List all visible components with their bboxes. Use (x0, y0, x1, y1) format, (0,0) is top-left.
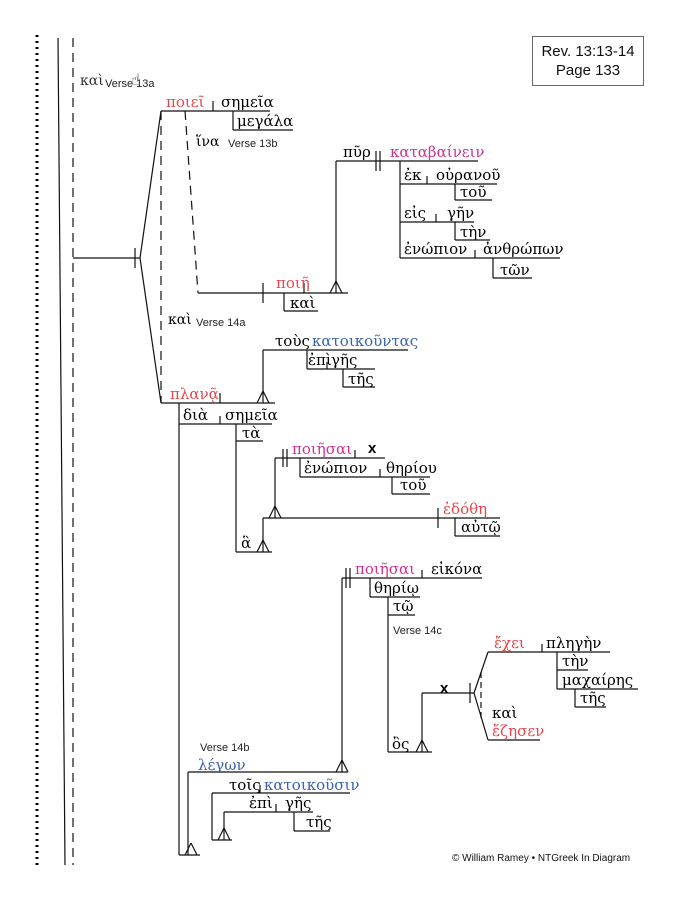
word-ton: τῶν (500, 261, 530, 279)
reference-verse: Rev. 13:13-14 (541, 43, 635, 60)
verse-label-13a: Verse 13a (105, 78, 155, 90)
participle-katoikountas: κατοικοῦντας (312, 332, 419, 350)
copyright-notice: © William Ramey • NTGreek In Diagram (452, 853, 631, 864)
word-tes: τῆς (306, 813, 332, 831)
verb-echei: ἔχει (494, 634, 525, 652)
word-kai: καὶ (290, 294, 316, 312)
fork-upper (139, 110, 162, 259)
word-theriou: θηρίου (386, 459, 437, 477)
verb-poiei: ποιεῖ (166, 93, 205, 111)
infinitive-poiesai: ποιῆσαι (355, 560, 416, 578)
reference-page: Page 133 (555, 62, 621, 79)
implied-subject-x: x (440, 680, 449, 697)
word-eis: εἰς (404, 204, 427, 222)
word-tois: τοῖς (229, 776, 261, 794)
word-ten: τὴν (562, 652, 589, 670)
word-semeia: σημεῖα (225, 406, 278, 424)
word-epi: ἐπὶ (249, 794, 273, 812)
verb-plana: πλανᾷ (170, 385, 219, 403)
word-auto: αὐτῷ (461, 518, 501, 536)
word-ha: ἃ (241, 534, 252, 552)
word-enopion: ἐνώπιον (404, 240, 468, 258)
word-ouranou: οὐρανοῦ (436, 166, 501, 184)
word-ges: γῆς (285, 794, 312, 812)
verse-label-13b: Verse 13b (228, 138, 278, 150)
infinitive-katabainein: καταβαίνειν (390, 143, 485, 161)
infinitive-poiesai: ποιῆσαι (292, 440, 353, 458)
fork-lower (139, 257, 162, 404)
word-machaires: μαχαίρης (562, 671, 634, 689)
word-ges: γῆς (331, 351, 358, 369)
word-tes: τῆς (348, 370, 374, 388)
word-therio: θηρίῳ (374, 579, 419, 597)
reference-box: Rev. 13:13-14 Page 133 (532, 36, 644, 86)
word-kai: καὶ (168, 312, 192, 328)
word-gen: γῆν (447, 204, 475, 222)
word-tou: τοῦ (460, 183, 487, 201)
word-hina: ἵνα (196, 134, 220, 150)
hand-pointer-icon: ☝ (131, 70, 141, 89)
verse-label-14b: Verse 14b (200, 742, 250, 754)
word-to: τῷ (393, 597, 414, 615)
hina-connector (184, 110, 199, 294)
word-epi: ἐπὶ (308, 351, 332, 369)
word-plegen: πληγὴν (546, 634, 602, 652)
verse-label-14c: Verse 14c (393, 625, 442, 637)
verb-ezesen: ἔζησεν (492, 722, 545, 740)
participle-katoikousin: κατοικοῦσιν (264, 776, 360, 794)
word-enopion: ἐνώπιον (304, 459, 368, 477)
word-semeia: σημεῖα (221, 93, 274, 111)
verb-poie: ποιῇ (276, 274, 310, 292)
word-hos: ὃς (392, 735, 410, 753)
word-kai: καὶ (492, 704, 518, 722)
word-dia: διὰ (183, 406, 209, 424)
word-pur: πῦρ (343, 143, 371, 161)
margin-solid-line (57, 37, 66, 866)
participle-legon: λέγων (198, 756, 246, 774)
word-megala: μεγάλα (237, 112, 294, 130)
word-ek: ἐκ (404, 166, 422, 184)
word-ten: τὴν (460, 223, 487, 241)
verb-edothe: ἐδόθη (443, 500, 488, 518)
word-ta: τὰ (242, 424, 261, 442)
implied-subject-x: x (368, 440, 377, 457)
word-tous: τοὺς (275, 332, 310, 350)
word-tou: τοῦ (400, 476, 427, 494)
verse-label-14a: Verse 14a (196, 317, 246, 329)
word-kai: καὶ (80, 73, 104, 89)
word-anthropon: ἀνθρώπων (483, 240, 564, 258)
word-eikona: εἰκόνα (431, 560, 483, 578)
word-tes: τῆς (580, 689, 606, 707)
